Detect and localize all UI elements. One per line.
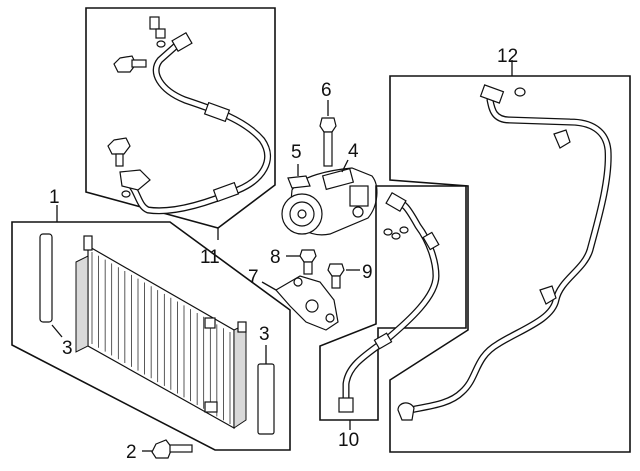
hose-assembly-11-group: 11 [85, 7, 276, 268]
bracket-5 [287, 175, 311, 189]
hose-12 [406, 96, 612, 414]
callout-6: 6 [321, 80, 332, 101]
callout-12: 12 [497, 46, 518, 67]
bolt-icon [113, 55, 147, 73]
callout-1: 1 [49, 187, 60, 208]
hose-fitting-bottom [119, 169, 151, 198]
hose-sleeve [203, 101, 240, 203]
condenser-fins [91, 252, 231, 424]
receiver-bracket-left [39, 233, 53, 323]
callout-10: 10 [338, 430, 359, 451]
bolt-icon [319, 117, 337, 167]
callout-11: 11 [200, 247, 220, 268]
hose-assembly-10-group: 10 [319, 185, 467, 451]
callout-7: 7 [248, 267, 259, 288]
group-frame-11 [85, 7, 276, 229]
hose-fitting-bottom [338, 397, 354, 413]
callout-3-left: 3 [62, 338, 73, 359]
condenser-core [75, 235, 247, 430]
callout-2: 2 [126, 442, 137, 463]
bolt-icon [327, 263, 345, 289]
receiver-bracket-right [257, 363, 275, 435]
bolt-2-group: 2 [126, 439, 193, 463]
hose-fitting-top [149, 16, 193, 53]
hose-assembly-12-group: 12 [389, 46, 631, 453]
condenser-assembly-1-group: 1 3 3 [11, 187, 291, 451]
compressor-group: 4 5 6 8 9 7 [248, 80, 378, 331]
hose-clip [539, 285, 557, 305]
group-frame-1 [11, 221, 291, 451]
hose-fitting-top [385, 191, 407, 213]
callout-3-right: 3 [259, 324, 270, 345]
bolt-icon [107, 137, 131, 167]
group-frame-10 [319, 185, 467, 421]
hose-fitting-bottom [397, 402, 415, 421]
hose-fitting-top [479, 84, 505, 104]
bolt-icon [299, 249, 317, 275]
group-frame-12 [389, 75, 631, 453]
callout-9: 9 [362, 262, 373, 283]
callout-8: 8 [270, 247, 281, 268]
bolt-icon [151, 439, 173, 459]
hose-clip [553, 129, 571, 149]
callout-4: 4 [348, 141, 359, 162]
callout-5: 5 [291, 142, 302, 163]
